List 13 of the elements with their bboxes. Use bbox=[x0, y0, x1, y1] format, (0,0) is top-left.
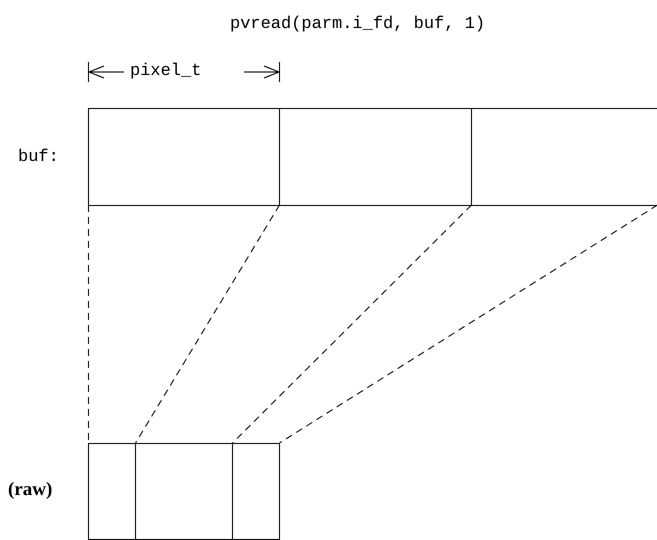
dashed-line bbox=[279, 204, 657, 444]
buffer-cell bbox=[279, 108, 472, 206]
dashed-line bbox=[232, 204, 472, 444]
dimension-label: pixel_t bbox=[130, 62, 202, 82]
raw-cell bbox=[232, 443, 280, 540]
dashed-line bbox=[135, 204, 280, 444]
buffer-label: buf: bbox=[18, 148, 59, 168]
buffer-cell bbox=[471, 108, 657, 206]
raw-cell bbox=[135, 443, 233, 540]
raw-cell bbox=[88, 443, 136, 540]
code-caption: pvread(parm.i_fd, buf, 1) bbox=[230, 15, 486, 35]
buffer-cell bbox=[88, 108, 280, 206]
raw-label: (raw) bbox=[8, 480, 52, 500]
